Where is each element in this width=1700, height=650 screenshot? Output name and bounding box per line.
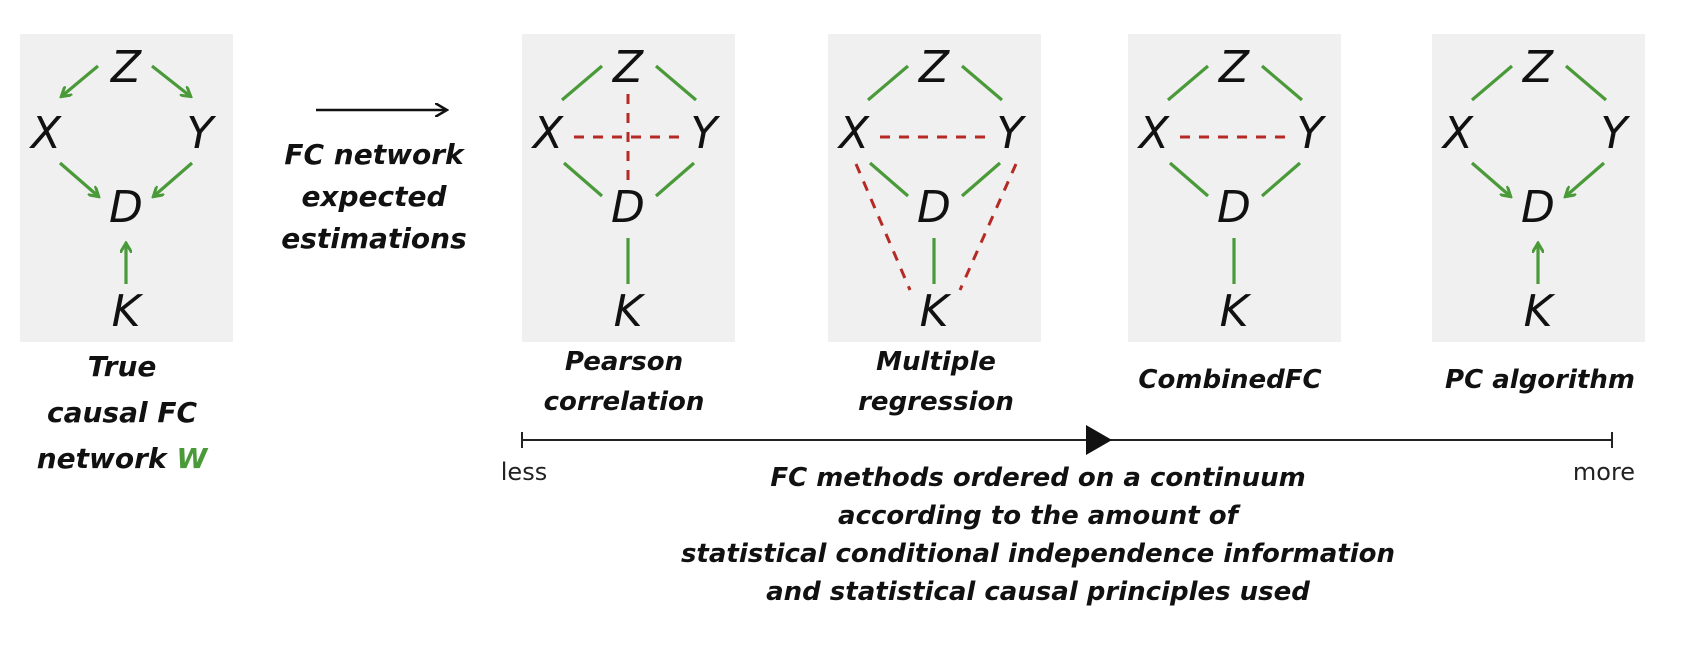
true-network-caption-line3: network W (37, 442, 209, 475)
transition-line2: expected (301, 180, 447, 213)
edge-z-y (1564, 64, 1608, 102)
estimation-transition: FC network expected estimations (281, 110, 467, 255)
edge-z-to-y (151, 64, 190, 96)
node-d: D (1521, 182, 1555, 233)
combinedfc-panel: Z X Y D K CombinedFC (1128, 34, 1341, 395)
node-k: K (112, 286, 144, 337)
method-label-line2: regression (858, 387, 1014, 417)
node-x: X (531, 108, 564, 159)
edge-z-y (960, 64, 1004, 102)
node-y: Y (187, 108, 217, 159)
edge-y-to-d (1566, 161, 1606, 196)
method-label: PC algorithm (1445, 365, 1635, 395)
node-k: K (1524, 286, 1556, 337)
edge-x-d (562, 161, 604, 198)
method-label-line1: Multiple (876, 347, 996, 377)
node-z: Z (918, 42, 950, 93)
continuum-description-line1: FC methods ordered on a continuum (770, 463, 1305, 493)
panel-background (1128, 34, 1341, 342)
edge-x-d (1168, 161, 1210, 198)
node-k: K (614, 286, 646, 337)
method-label: CombinedFC (1138, 365, 1321, 395)
pc-algorithm-panel: Z X Y D K PC algorithm (1432, 34, 1645, 395)
node-x: X (1137, 108, 1170, 159)
node-k: K (1220, 286, 1252, 337)
edge-y-d (654, 161, 696, 198)
edge-x-to-d (1470, 161, 1510, 196)
node-x: X (1441, 108, 1474, 159)
node-k: K (920, 286, 952, 337)
axis-left-label: less (501, 458, 547, 486)
node-x: X (29, 108, 62, 159)
edge-z-y (654, 64, 698, 102)
node-z: Z (612, 42, 644, 93)
edge-z-x (560, 64, 604, 102)
panel-background (522, 34, 735, 342)
multiple-regression-panel: Z X Y D K Multiple regression (828, 34, 1041, 417)
node-d: D (917, 182, 951, 233)
edge-z-x (866, 64, 910, 102)
edge-z-x (1166, 64, 1210, 102)
direction-triangle-icon (1086, 425, 1112, 455)
edge-y-d (1260, 161, 1302, 198)
true-network-caption-line2: causal FC (47, 396, 197, 429)
node-z: Z (110, 42, 142, 93)
spurious-edge-y-k (958, 163, 1018, 291)
continuum-axis: less more FC methods ordered on a contin… (501, 425, 1635, 607)
method-label-line1: Pearson (565, 347, 683, 377)
edge-z-to-x (62, 64, 100, 96)
node-y: Y (997, 108, 1027, 159)
node-x: X (837, 108, 870, 159)
node-y: Y (1297, 108, 1327, 159)
continuum-description-line3: statistical conditional independence inf… (681, 539, 1395, 569)
node-d: D (611, 182, 645, 233)
panel-background (20, 34, 233, 342)
caption-network-word: network (37, 442, 177, 475)
panel-background (1432, 34, 1645, 342)
node-z: Z (1522, 42, 1554, 93)
continuum-description-line4: and statistical causal principles used (766, 577, 1310, 607)
edge-x-to-d (58, 161, 98, 196)
node-y: Y (1601, 108, 1631, 159)
node-z: Z (1218, 42, 1250, 93)
edge-y-to-d (154, 161, 194, 196)
node-d: D (109, 182, 143, 233)
edge-z-y (1260, 64, 1304, 102)
method-label-line2: correlation (544, 387, 705, 417)
true-network-caption-line1: True (88, 350, 157, 383)
spurious-edge-x-k (854, 163, 912, 291)
node-y: Y (691, 108, 721, 159)
pearson-panel: Z X Y D K Pearson correlation (522, 34, 735, 417)
node-d: D (1217, 182, 1251, 233)
transition-line3: estimations (281, 222, 467, 255)
edge-y-d (960, 161, 1002, 198)
axis-right-label: more (1573, 458, 1635, 486)
true-network-panel: Z X Y D K True causal FC network W (20, 34, 233, 475)
transition-line1: FC network (284, 138, 466, 171)
edge-z-x (1470, 64, 1514, 102)
continuum-description-line2: according to the amount of (838, 501, 1242, 531)
caption-w-symbol: W (176, 442, 208, 475)
edge-x-d (868, 161, 910, 198)
